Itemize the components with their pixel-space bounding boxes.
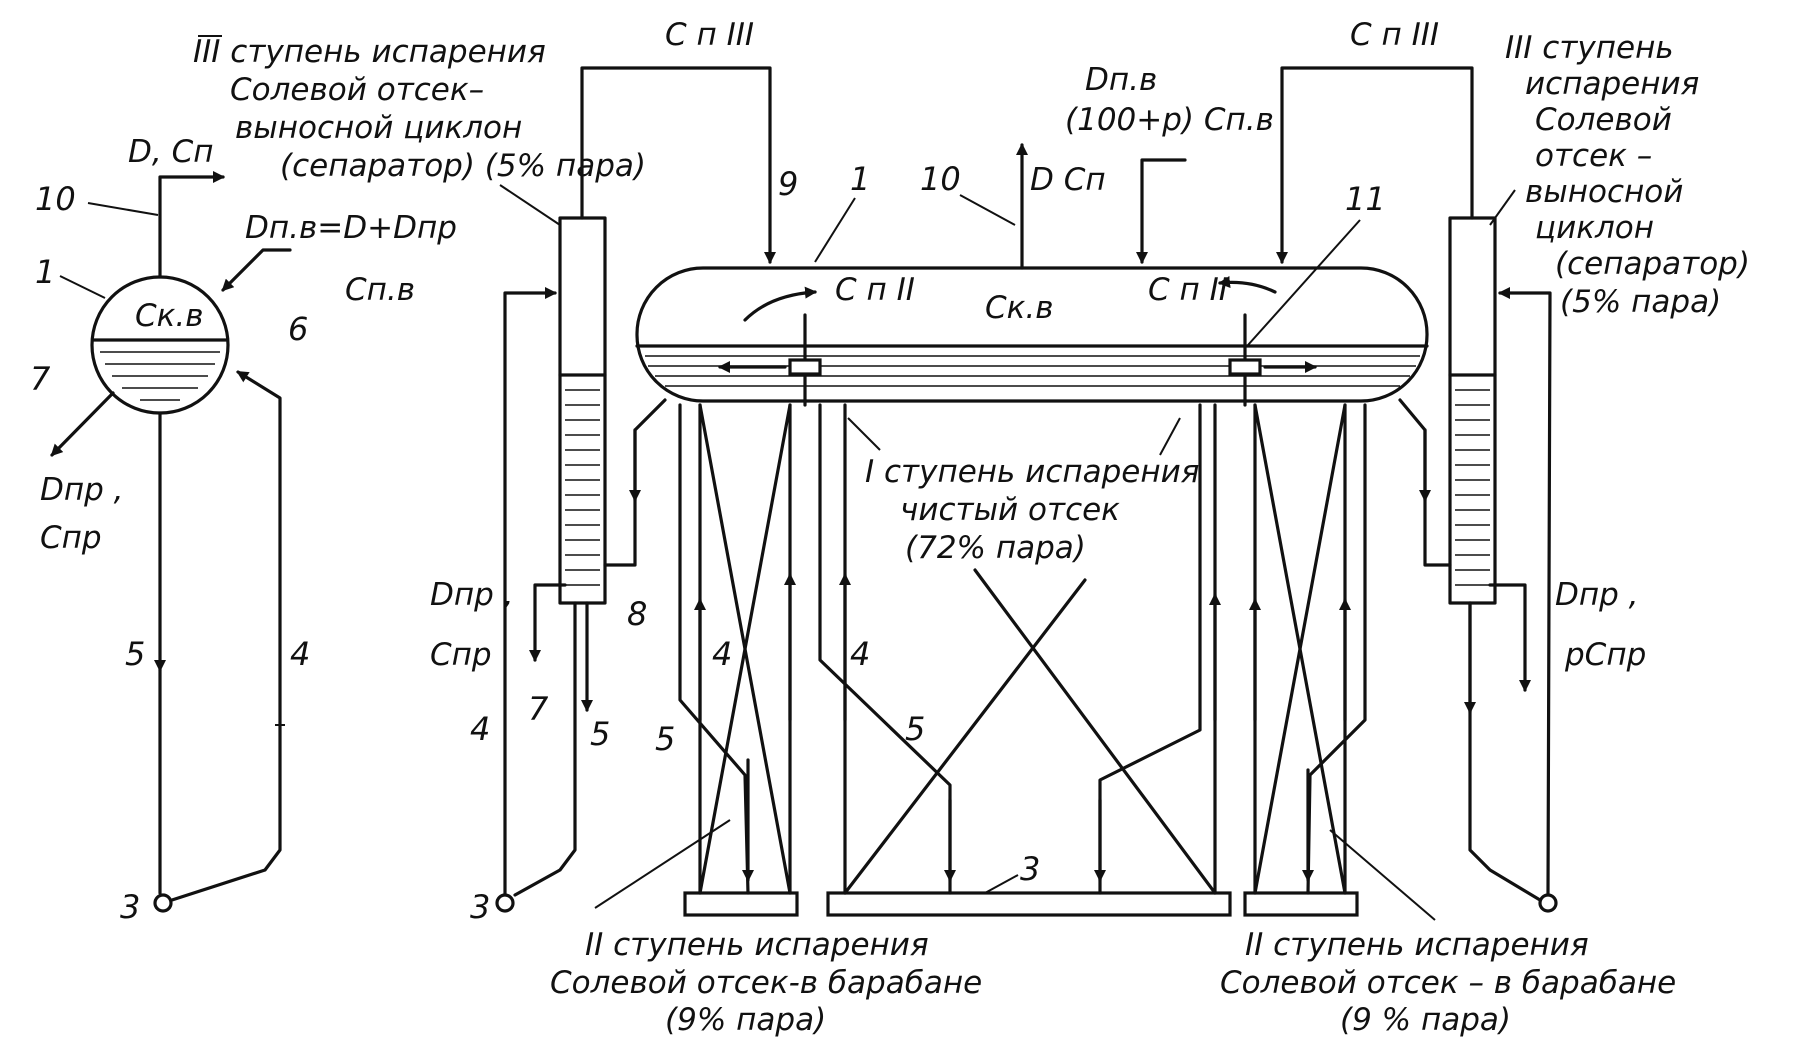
label-7-left: 7 [30, 360, 51, 398]
c2-right-label: C п II [1148, 272, 1228, 308]
svg-text:3: 3 [470, 888, 490, 926]
svg-text:Солевой отсек–: Солевой отсек– [230, 72, 484, 108]
boiler-water-conc-drum: Cк.в [985, 290, 1054, 326]
stage2-left-label: II ступень испарения Солевой отсек-в бар… [550, 819, 982, 1038]
svg-text:II ступень испарения: II ступень испарения [585, 927, 929, 963]
svg-text:8: 8 [627, 595, 647, 633]
feed-concentration: Cп.в [345, 272, 415, 308]
svg-text:(сепаратор) (5% пара): (сепаратор) (5% пара) [280, 148, 646, 184]
svg-text:7: 7 [528, 690, 549, 728]
svg-text:чистый отсек: чистый отсек [900, 492, 1120, 528]
svg-text:Cпр: Cпр [430, 637, 492, 673]
main-drum: Cк.в [635, 143, 1429, 407]
c3-right-label: C п III [1350, 17, 1439, 53]
steam-out-label: D, Cп [128, 134, 214, 170]
svg-text:(5% пара): (5% пара) [1560, 284, 1721, 320]
svg-text:III ступень: III ступень [1505, 30, 1674, 66]
svg-text:III ступень испарения: III ступень испарения [193, 34, 546, 70]
svg-text:II ступень испарения: II ступень испарения [1245, 927, 1589, 963]
svg-text:Солевой отсек – в барабане: Солевой отсек – в барабане [1220, 965, 1676, 1001]
svg-text:4: 4 [712, 635, 732, 673]
svg-text:5: 5 [590, 715, 610, 753]
svg-text:4: 4 [470, 710, 490, 748]
svg-text:выносной: выносной [1525, 174, 1683, 210]
steam-top-label: D Cп [1030, 162, 1106, 198]
right-stage3-label: III ступень испарения Солевой отсек – вы… [1489, 30, 1750, 320]
svg-text:pCпр: pCпр [1564, 637, 1646, 673]
svg-text:4: 4 [850, 635, 870, 673]
left-cyclone [495, 66, 776, 913]
label-4-left: 4 [290, 635, 310, 673]
label-6: 6 [288, 310, 308, 348]
c2-left-label: C п II [835, 272, 915, 308]
drum-labels: C п III C п III C п II C п II Dп.в (100+… [665, 17, 1439, 346]
svg-text:Dпр ,: Dпр , [1555, 577, 1639, 613]
right-cyclone [1276, 66, 1558, 913]
label-9: 9 [778, 165, 798, 203]
blowdown-left-2: Cпр [40, 520, 102, 556]
blowdown-left-1: Dпр , [40, 472, 124, 508]
label-10-drum: 10 [920, 160, 961, 198]
svg-text:Солевой: Солевой [1535, 102, 1672, 138]
c3-left-label: C п III [665, 17, 754, 53]
label-5-left: 5 [125, 635, 145, 673]
stage1-label: I ступень испарения чистый отсек (72% па… [847, 417, 1199, 566]
boiler-water-conc-left: Cк.в [135, 298, 204, 334]
stage2-right-label: II ступень испарения Солевой отсек – в б… [1220, 829, 1676, 1038]
left-stage3-label: III ступень испарения Солевой отсек– вын… [193, 34, 646, 226]
svg-text:3: 3 [1020, 850, 1040, 888]
feed-equation: Dп.в=D+Dпр [245, 210, 457, 246]
svg-text:испарения: испарения [1525, 66, 1699, 102]
svg-text:отсек –: отсек – [1535, 138, 1652, 174]
svg-text:(9 % пара): (9 % пара) [1340, 1002, 1511, 1038]
label-1-drum: 1 [850, 160, 870, 198]
label-11: 11 [1345, 180, 1386, 218]
svg-text:выносной циклон: выносной циклон [235, 110, 522, 146]
circulation-tubes [678, 403, 1367, 917]
simple-boiler-scheme: D, Cп 10 1 Dп.в=D+Dпр Cп.в 6 Cк.в 7 Dпр … [30, 134, 457, 926]
label-10-left: 10 [35, 180, 76, 218]
svg-text:5: 5 [905, 710, 925, 748]
svg-text:Dпр ,: Dпр , [430, 577, 514, 613]
side-labels: Dпр , Cпр 7 5 4 8 3 4 4 5 5 3 Dпр , pCпр [430, 577, 1646, 926]
feed-top-2: (100+p) Cп.в [1065, 102, 1274, 138]
feed-top-1: Dп.в [1085, 62, 1157, 98]
svg-text:(сепаратор): (сепаратор) [1555, 246, 1750, 282]
label-3-left: 3 [120, 888, 140, 926]
svg-text:(9% пара): (9% пара) [665, 1002, 826, 1038]
svg-text:Солевой отсек-в барабане: Солевой отсек-в барабане [550, 965, 982, 1001]
svg-text:I ступень испарения: I ступень испарения [865, 454, 1199, 490]
label-1-left: 1 [35, 253, 55, 291]
svg-text:циклон: циклон [1535, 210, 1654, 246]
svg-text:5: 5 [655, 720, 675, 758]
svg-text:(72% пара): (72% пара) [905, 530, 1086, 566]
